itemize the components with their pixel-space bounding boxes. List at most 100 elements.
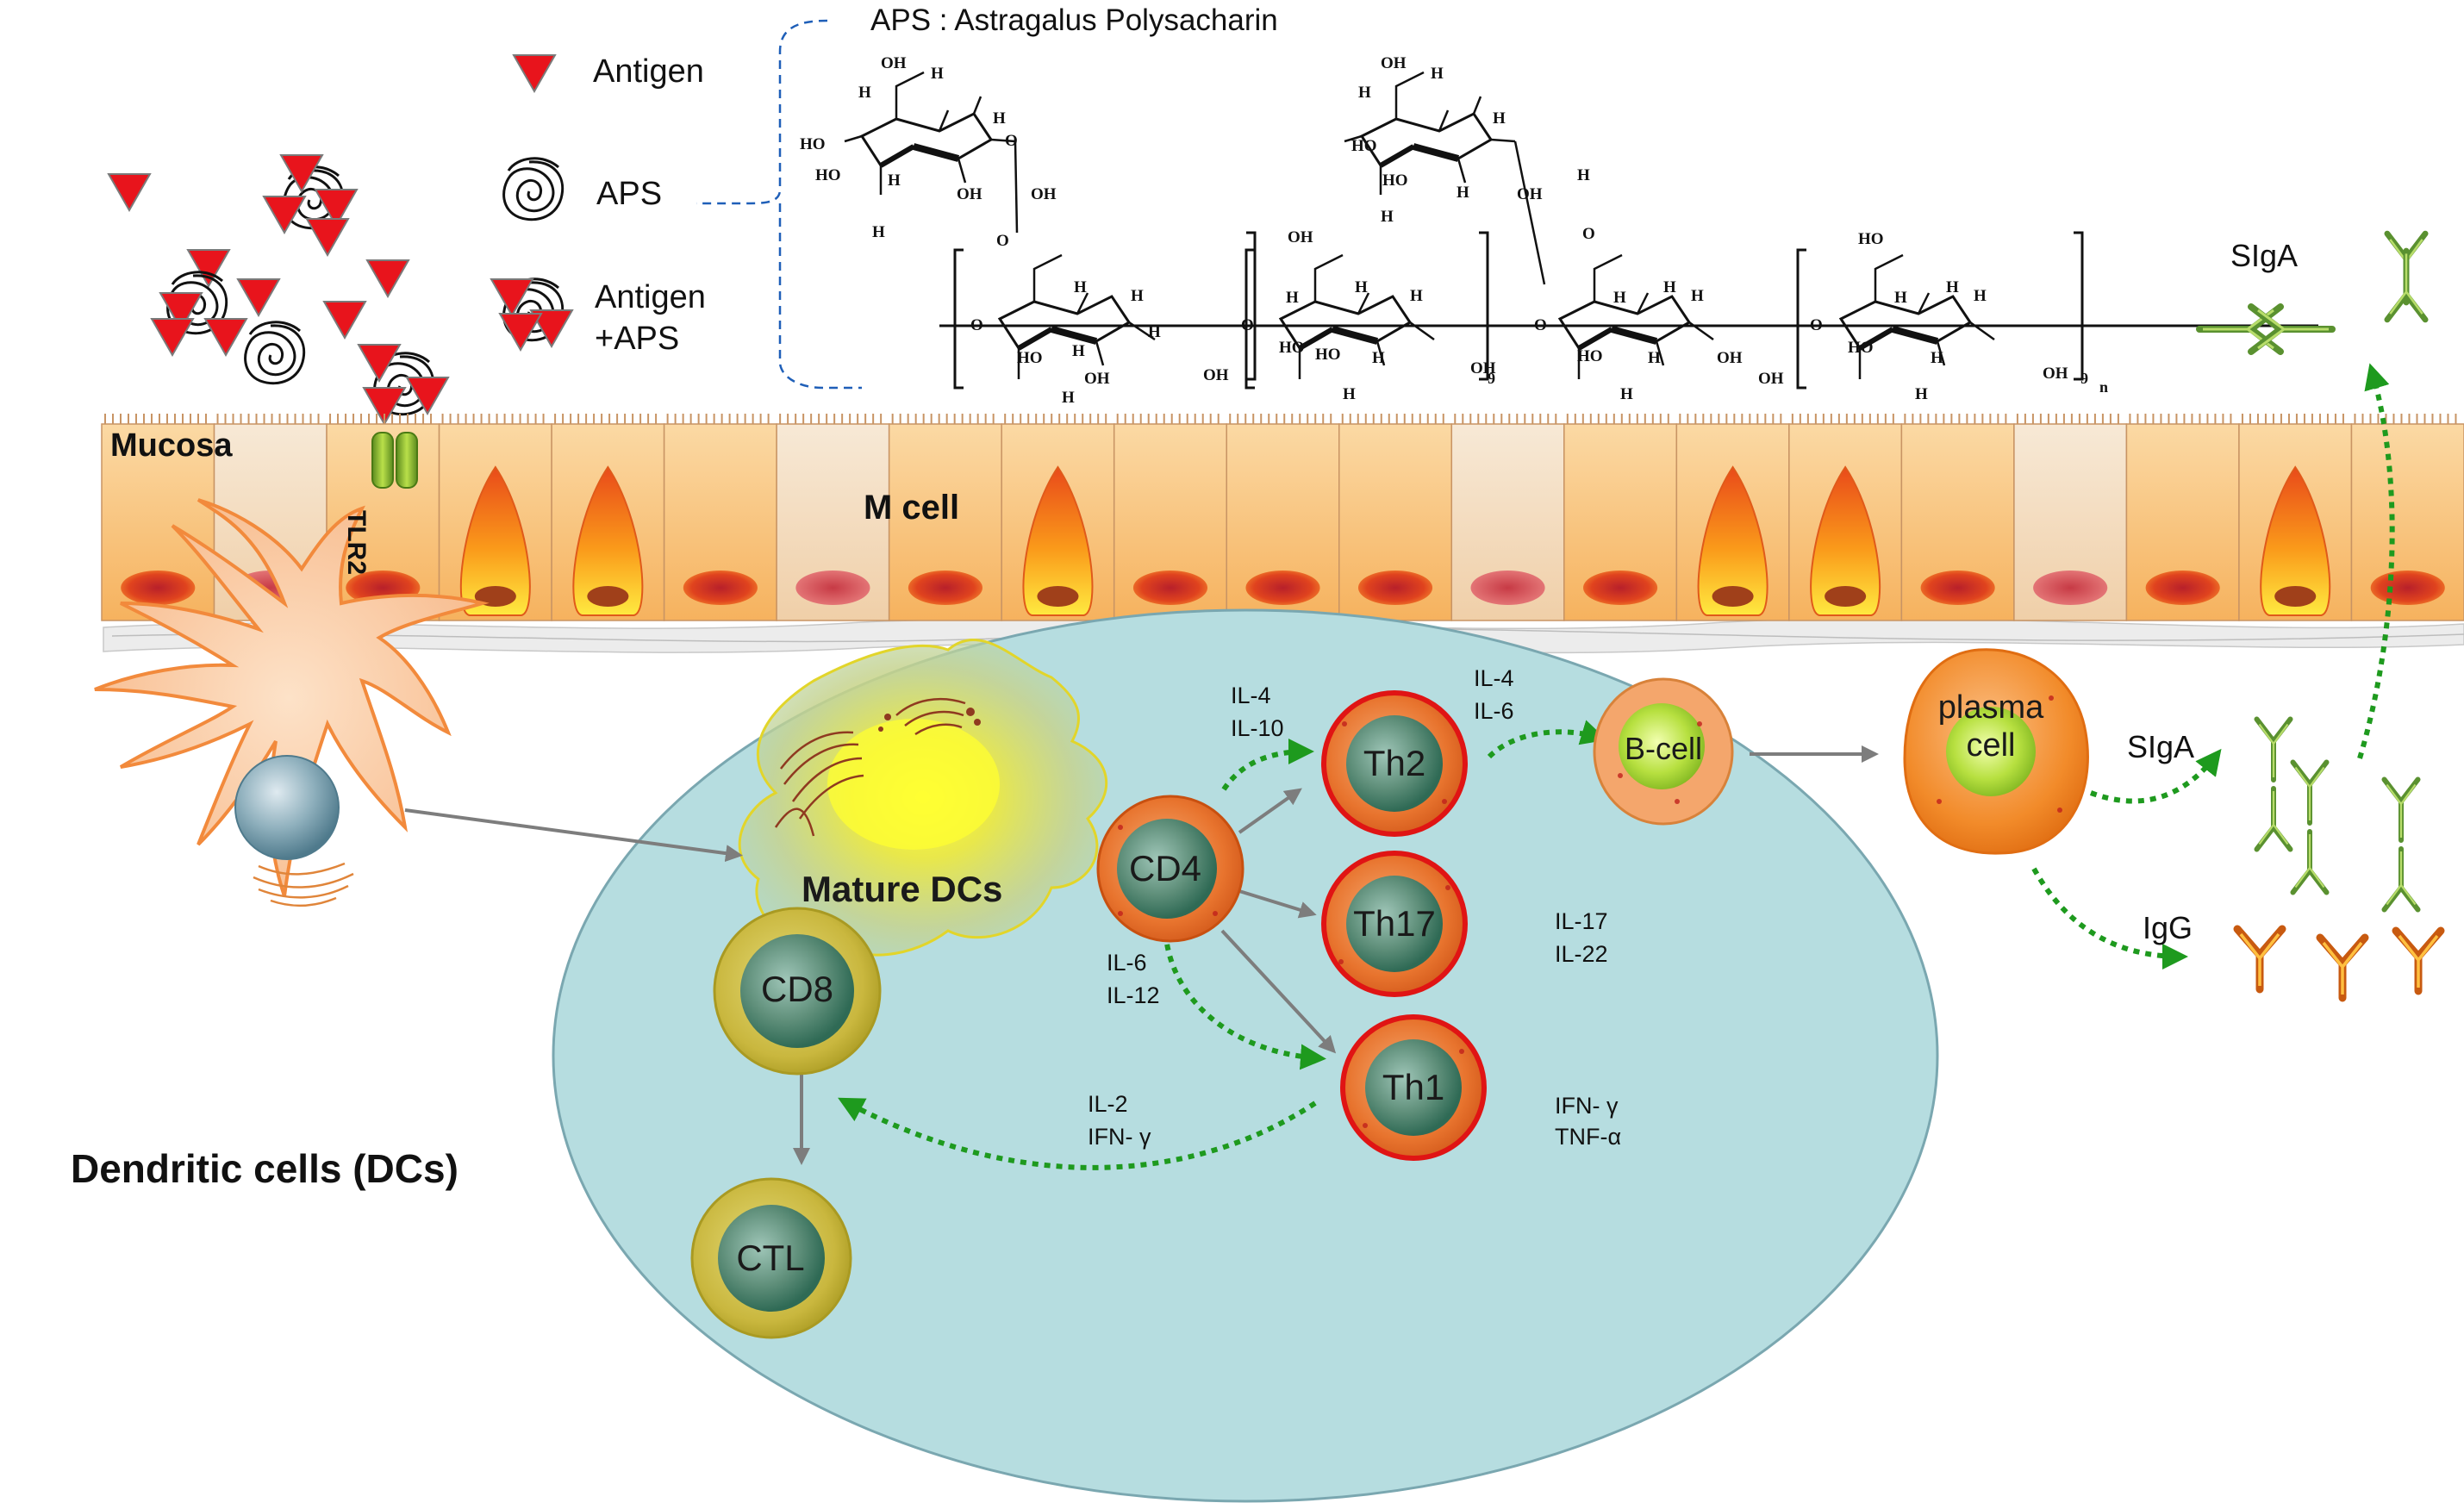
atom-h: H: [1915, 385, 1928, 403]
repeat-n: n: [2099, 378, 2109, 396]
microvilli: [666, 414, 770, 424]
atom-h: H: [888, 171, 901, 190]
structure-title: APS : Astragalus Polysacharin: [870, 3, 1278, 37]
arrow-plasma-sigA: [2089, 748, 2222, 804]
th2-cell: [1321, 690, 1468, 837]
goblet-mucus: [572, 465, 644, 616]
atom-oh: OH: [1381, 54, 1407, 72]
atom-oh: OH: [1517, 185, 1543, 203]
b-cell: [1593, 677, 1734, 826]
legend-antigen-icon: [513, 54, 556, 92]
atom-h: H: [1431, 65, 1444, 83]
goblet-nucleus: [1037, 586, 1079, 607]
atom-h: H: [1358, 84, 1371, 102]
arrow-cd4-th1-cytokine: [1162, 920, 1326, 1070]
plasma-cell-label-1: plasma: [1937, 689, 2044, 726]
m-cell-nucleus: [795, 571, 870, 605]
atom-o: O: [1582, 225, 1595, 243]
atom-h: H: [1663, 278, 1676, 296]
atom-o: O: [970, 316, 983, 334]
atom-oh: OH: [881, 54, 907, 72]
atom-o: O: [1534, 316, 1547, 334]
cytokine-il22: IL-22: [1555, 941, 1608, 967]
microvilli: [216, 414, 320, 424]
goblet-mucus: [1697, 465, 1768, 616]
microvilli: [1904, 414, 2007, 424]
atom-h: H: [1343, 385, 1356, 403]
goblet-nucleus: [587, 586, 629, 607]
th1-cell: [1340, 1014, 1487, 1161]
atom-oh: OH: [1203, 366, 1229, 384]
atom-oh: OH: [1031, 185, 1057, 203]
legend-aps-label: APS: [596, 176, 663, 212]
epithelial-nucleus: [908, 571, 983, 605]
arrow-sigA-to-lumen: [2357, 363, 2395, 759]
epithelial-nucleus: [683, 571, 758, 605]
cytokine-ifn-g-b: IFN- γ: [1088, 1124, 1151, 1150]
legend-antigen-label: Antigen: [593, 53, 704, 90]
atom-h: H: [1457, 184, 1469, 202]
microvilli: [1341, 414, 1444, 424]
plasma-cell: [1903, 648, 2089, 855]
b-cell-label: B-cell: [1624, 731, 1703, 766]
atom-h: H: [1148, 323, 1161, 341]
epithelial-nucleus: [1582, 571, 1658, 605]
atom-oh: OH: [957, 185, 982, 203]
lumen-antigens: [108, 154, 449, 425]
atom-oh: OH: [1084, 370, 1110, 388]
arrow-dc-to-mature: [404, 808, 743, 863]
igg-group: [2237, 929, 2441, 998]
atom-h: H: [1620, 385, 1633, 403]
atom-h: H: [931, 65, 944, 83]
atom-ho: HO: [1858, 230, 1884, 248]
epithelial-nucleus: [1245, 571, 1320, 605]
atom-ho: HO: [1382, 171, 1408, 190]
goblet-nucleus: [1712, 586, 1754, 607]
atom-ho: HO: [1577, 347, 1603, 365]
antigen-icon: [204, 318, 247, 356]
microvilli: [2016, 414, 2119, 424]
atom-h: H: [1931, 349, 1943, 367]
atom-h: H: [1974, 287, 1987, 305]
cytokine-il12: IL-12: [1107, 982, 1160, 1008]
microvilli: [1454, 414, 1557, 424]
cd4-cell: [1096, 795, 1244, 943]
green-arrows: [838, 363, 2395, 1170]
atom-ho: HO: [1017, 349, 1043, 367]
atom-oh: OH: [2043, 365, 2068, 383]
mature-dcs-label: Mature DCs: [802, 869, 1003, 909]
repeat-9-b: 9: [2080, 370, 2088, 387]
antigen-icon: [151, 318, 194, 356]
m-cell-label: M cell: [864, 489, 960, 527]
repeat-9-a: 9: [1488, 370, 1495, 387]
atom-h: H: [1372, 349, 1385, 367]
antigen-icon: [366, 259, 409, 297]
atom-o: O: [996, 232, 1009, 250]
cytokine-ifn-g-a: IFN- γ: [1555, 1093, 1619, 1119]
cytokine-il2: IL-2: [1088, 1091, 1128, 1117]
sigA-mid-group: [2257, 720, 2418, 910]
epithelial-nucleus: [1132, 571, 1208, 605]
atom-h: H: [1493, 109, 1506, 128]
goblet-nucleus: [2274, 586, 2317, 607]
epithelial-nucleus: [121, 571, 196, 605]
legend-antigen-aps-label-1: Antigen: [595, 279, 706, 315]
atom-ho: HO: [1279, 339, 1305, 357]
atom-h: H: [1131, 287, 1144, 305]
microvilli: [891, 414, 995, 424]
igg-label: IgG: [2143, 910, 2193, 945]
antigen-icon: [280, 154, 323, 192]
epithelial-nucleus: [2370, 571, 2445, 605]
atom-o: O: [1241, 316, 1254, 334]
mature-dc: [738, 638, 1108, 957]
sigA-mid-label: SIgA: [2127, 729, 2195, 764]
ctl-cell: [690, 1177, 852, 1339]
legend-antigen-aps-icon: [490, 277, 573, 351]
th2-label: Th2: [1363, 743, 1426, 783]
goblet-nucleus: [474, 586, 516, 607]
antigen-icon: [237, 278, 280, 316]
atom-oh: OH: [1758, 370, 1784, 388]
microvilli: [2354, 414, 2457, 424]
atom-h: H: [1577, 166, 1590, 184]
cd4-label: CD4: [1128, 848, 1202, 889]
